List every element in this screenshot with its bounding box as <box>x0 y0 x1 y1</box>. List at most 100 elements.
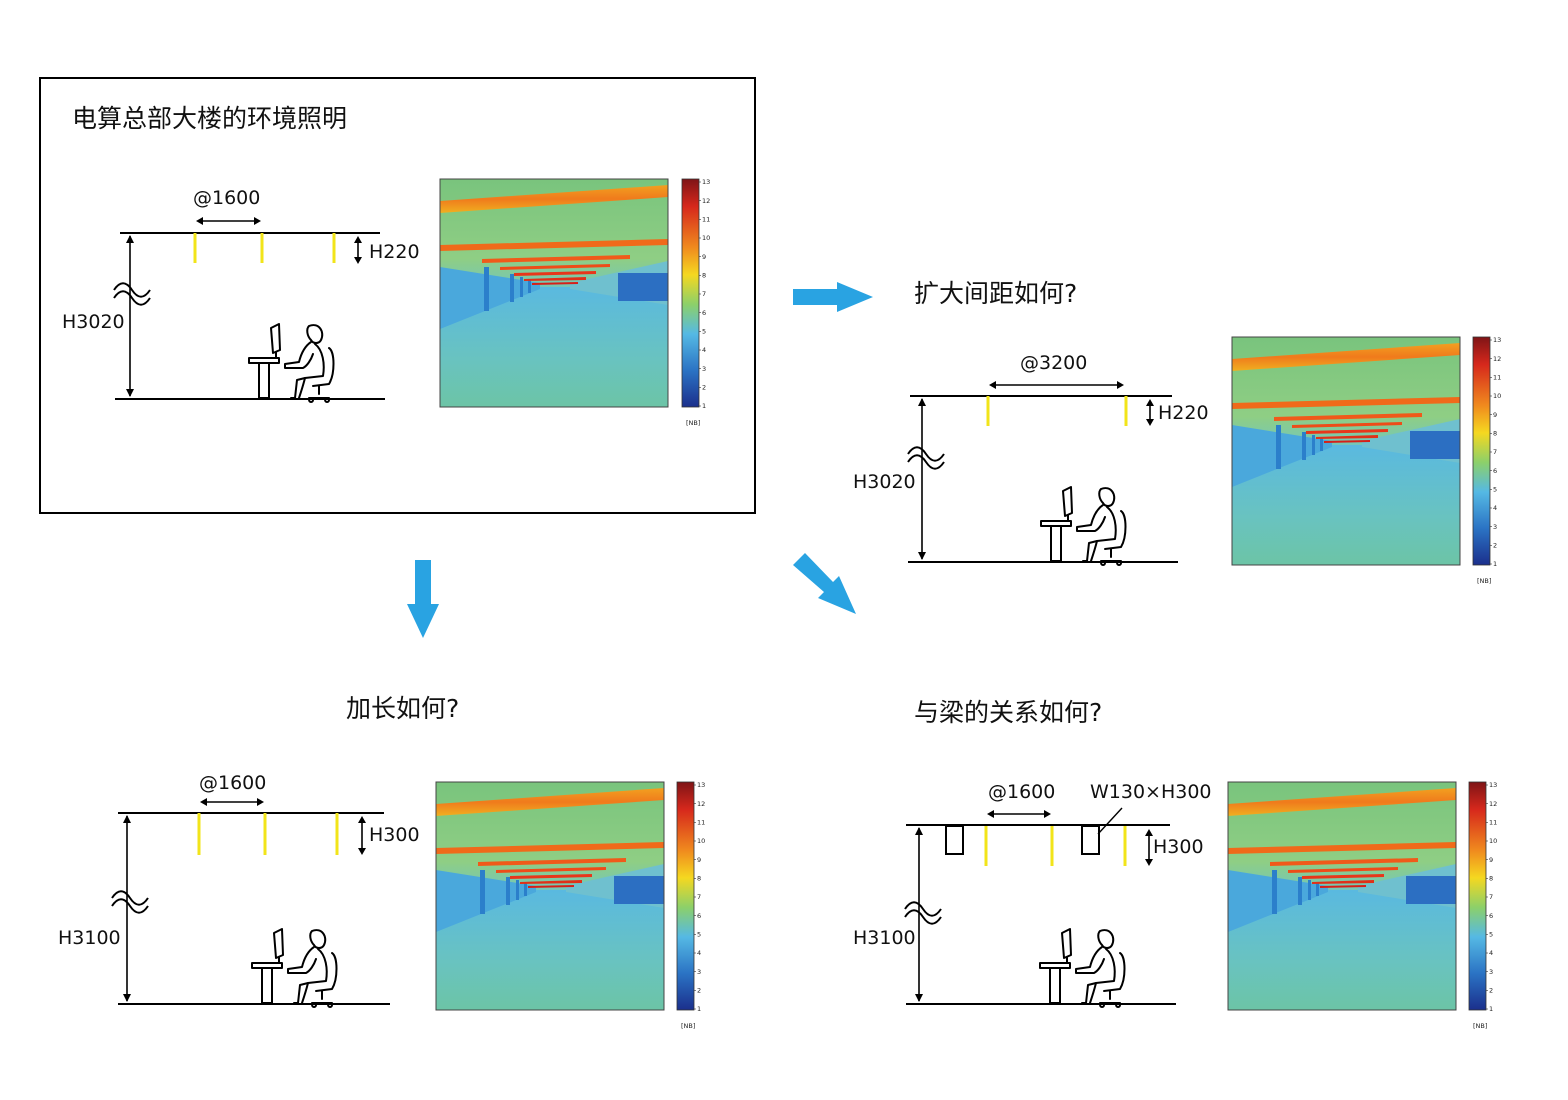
longer-panel-title: 加长如何? <box>346 694 459 723</box>
colorbar-tick-label: 3 <box>1489 968 1493 976</box>
colorbar-tick-label: 5 <box>1493 486 1497 494</box>
person-at-desk-icon <box>251 928 338 1008</box>
spacing-label: @1600 <box>199 772 266 794</box>
colorbar-tick-label: 3 <box>702 365 706 373</box>
colorbar-tick-label: 2 <box>697 987 701 995</box>
ceiling-height-label: H3020 <box>853 471 916 493</box>
longer-section-diagram: @1600 H300 H3100 <box>58 772 420 1008</box>
colorbar-unit: [NB] <box>681 1022 695 1030</box>
colorbar-tick-label: 5 <box>697 931 701 939</box>
beam-illuminance-render <box>1227 781 1457 1011</box>
colorbar-tick-label: 11 <box>702 216 710 224</box>
colorbar-tick-label: 13 <box>1489 781 1497 789</box>
wider-section-diagram: @3200 H220 H3020 <box>853 352 1209 566</box>
colorbar-tick-label: 1 <box>702 402 706 410</box>
wider-illuminance-render <box>1231 336 1461 566</box>
colorbar-tick-label: 10 <box>697 837 705 845</box>
colorbar-tick-label: 1 <box>1493 560 1497 568</box>
fixture-height-label: H300 <box>1153 836 1204 858</box>
person-at-desk-icon <box>1039 928 1126 1008</box>
colorbar-tick-label: 12 <box>697 800 705 808</box>
fixture-height-label: H220 <box>369 241 420 263</box>
colorbar-tick-label: 9 <box>1493 411 1497 419</box>
spacing-label: @3200 <box>1020 352 1087 374</box>
colorbar-tick-label: 9 <box>697 856 701 864</box>
break-symbol-icon <box>907 446 945 470</box>
beam-size-label: W130×H300 <box>1090 781 1212 803</box>
colorbar-tick-label: 9 <box>702 253 706 261</box>
colorbar-tick-label: 12 <box>1493 355 1501 363</box>
wider-panel-title: 扩大间距如何? <box>914 279 1077 308</box>
colorbar-tick-label: 1 <box>1489 1005 1493 1013</box>
colorbar-tick-label: 4 <box>1493 504 1497 512</box>
fixture-height-label: H300 <box>369 824 420 846</box>
arrow-down-right-icon <box>793 553 856 614</box>
colorbar-tick-label: 10 <box>1493 392 1501 400</box>
colorbar-tick-label: 5 <box>702 328 706 336</box>
colorbar-tick-label: 11 <box>1489 819 1497 827</box>
colorbar-unit: [NB] <box>1477 577 1491 585</box>
beam-panel-title: 与梁的关系如何? <box>914 698 1102 727</box>
colorbar-tick-label: 8 <box>697 875 701 883</box>
arrow-right-icon <box>793 282 873 312</box>
colorbar-tick-label: 8 <box>1493 430 1497 438</box>
main-illuminance-render <box>439 178 669 408</box>
colorbar-tick-label: 8 <box>1489 875 1493 883</box>
main-section-diagram: @1600 H220 H3020 <box>62 187 420 403</box>
colorbar-tick-label: 12 <box>702 197 710 205</box>
break-symbol-icon <box>904 901 942 925</box>
colorbar-tick-label: 10 <box>1489 837 1497 845</box>
colorbar-tick-label: 10 <box>702 234 710 242</box>
break-symbol-icon <box>111 890 149 914</box>
colorbar-tick-label: 11 <box>1493 374 1501 382</box>
colorbar-tick-label: 7 <box>697 893 701 901</box>
colorbar-tick-label: 13 <box>697 781 705 789</box>
break-symbol-icon <box>113 282 151 306</box>
beam-colorbar: 13 12 11 10 9 8 7 6 5 4 3 2 1 [NB] <box>1468 781 1497 1030</box>
colorbar-tick-label: 11 <box>697 819 705 827</box>
spacing-label: @1600 <box>193 187 260 209</box>
colorbar-tick-label: 2 <box>1493 542 1497 550</box>
person-at-desk-icon <box>1040 486 1127 566</box>
colorbar-tick-label: 3 <box>697 968 701 976</box>
main-panel-frame <box>39 77 756 514</box>
colorbar-tick-label: 8 <box>702 272 706 280</box>
colorbar-tick-label: 6 <box>702 309 706 317</box>
ceiling-height-label: H3100 <box>853 927 916 949</box>
beam <box>945 825 964 855</box>
colorbar-tick-label: 7 <box>1493 448 1497 456</box>
longer-illuminance-render <box>435 781 665 1011</box>
colorbar-tick-label: 4 <box>1489 949 1493 957</box>
colorbar-tick-label: 7 <box>702 290 706 298</box>
colorbar-tick-label: 4 <box>697 949 701 957</box>
colorbar-tick-label: 9 <box>1489 856 1493 864</box>
beam-section-diagram: @1600 W130×H300 H300 H3100 <box>853 781 1212 1008</box>
colorbar-tick-label: 6 <box>1489 912 1493 920</box>
colorbar-tick-label: 2 <box>1489 987 1493 995</box>
person-at-desk-icon <box>248 323 335 403</box>
beam <box>1081 825 1100 855</box>
colorbar-tick-label: 4 <box>702 346 706 354</box>
colorbar-tick-label: 12 <box>1489 800 1497 808</box>
colorbar-tick-label: 2 <box>702 384 706 392</box>
colorbar-unit: [NB] <box>1473 1022 1487 1030</box>
colorbar-tick-label: 7 <box>1489 893 1493 901</box>
colorbar-ticks: 13 12 11 10 9 8 7 6 5 4 3 2 1 <box>1486 781 1497 1013</box>
main-panel-title: 电算总部大楼的环境照明 <box>72 104 347 133</box>
colorbar-tick-label: 6 <box>1493 467 1497 475</box>
beam-leader-line <box>1097 807 1123 835</box>
spacing-label: @1600 <box>988 781 1055 803</box>
ceiling-height-label: H3100 <box>58 927 121 949</box>
colorbar-unit: [NB] <box>686 419 700 427</box>
colorbar-tick-label: 5 <box>1489 931 1493 939</box>
fixture-height-label: H220 <box>1158 402 1209 424</box>
colorbar-tick-label: 6 <box>697 912 701 920</box>
arrow-down-icon <box>407 560 439 638</box>
